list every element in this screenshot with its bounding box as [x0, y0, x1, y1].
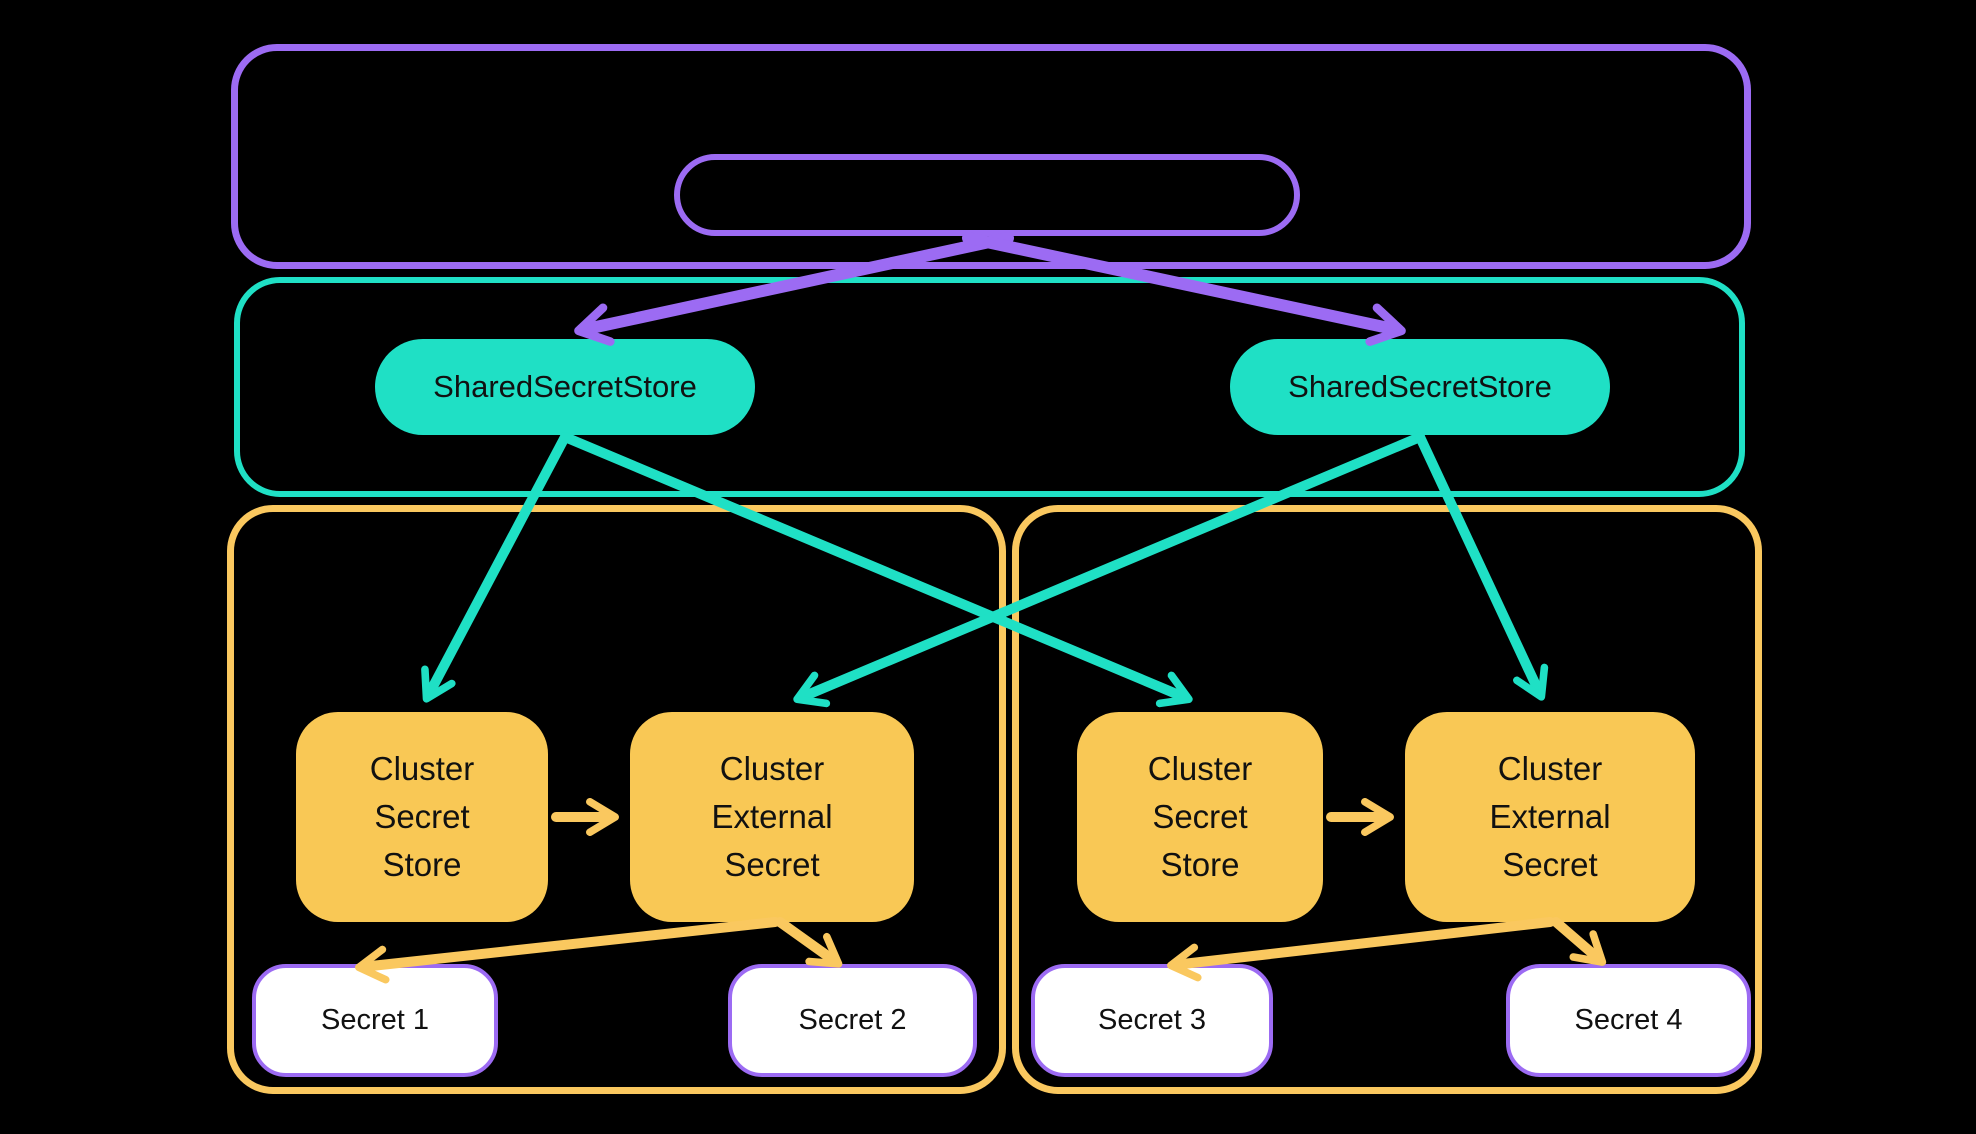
cluster-b-external-secret-line3: Secret	[1502, 846, 1598, 883]
secret-2-label: Secret 2	[798, 1004, 907, 1036]
cluster-b-external-secret-line1: Cluster	[1497, 750, 1603, 787]
shared-secret-store-left: SharedSecretStore	[375, 339, 755, 435]
cluster-b-secret-store-line2: Secret	[1152, 798, 1248, 835]
cluster-b-secret-store-line3: Store	[1160, 846, 1240, 883]
shared-secret-store-right-label: SharedSecretStore	[1288, 369, 1552, 404]
cluster-a-secret-store-line2: Secret	[374, 798, 470, 835]
secret-3: Secret 3	[1031, 964, 1273, 1077]
cluster-b-external-secret: Cluster External Secret	[1405, 712, 1695, 922]
secret-1: Secret 1	[252, 964, 498, 1077]
cluster-a-external-secret-line3: Secret	[724, 846, 820, 883]
secret-4: Secret 4	[1506, 964, 1751, 1077]
secret-1-label: Secret 1	[321, 1004, 429, 1036]
cluster-b-secret-store-line1: Cluster	[1147, 750, 1253, 787]
cluster-b-external-secret-line2: External	[1489, 798, 1611, 835]
shared-secret-store-right: SharedSecretStore	[1230, 339, 1610, 435]
secret-3-label: Secret 3	[1098, 1004, 1206, 1036]
cluster-a-external-secret-line2: External	[711, 798, 833, 835]
top-inner-pill	[674, 154, 1300, 236]
secret-2: Secret 2	[728, 964, 977, 1077]
shared-secret-store-left-label: SharedSecretStore	[433, 369, 697, 404]
cluster-a-secret-store-line1: Cluster	[369, 750, 475, 787]
secret-4-label: Secret 4	[1574, 1004, 1683, 1036]
cluster-a-external-secret: Cluster External Secret	[630, 712, 914, 922]
cluster-a-secret-store-line3: Store	[382, 846, 462, 883]
cluster-b-secret-store: Cluster Secret Store	[1077, 712, 1323, 922]
cluster-a-secret-store: Cluster Secret Store	[296, 712, 548, 922]
cluster-a-external-secret-line1: Cluster	[719, 750, 825, 787]
